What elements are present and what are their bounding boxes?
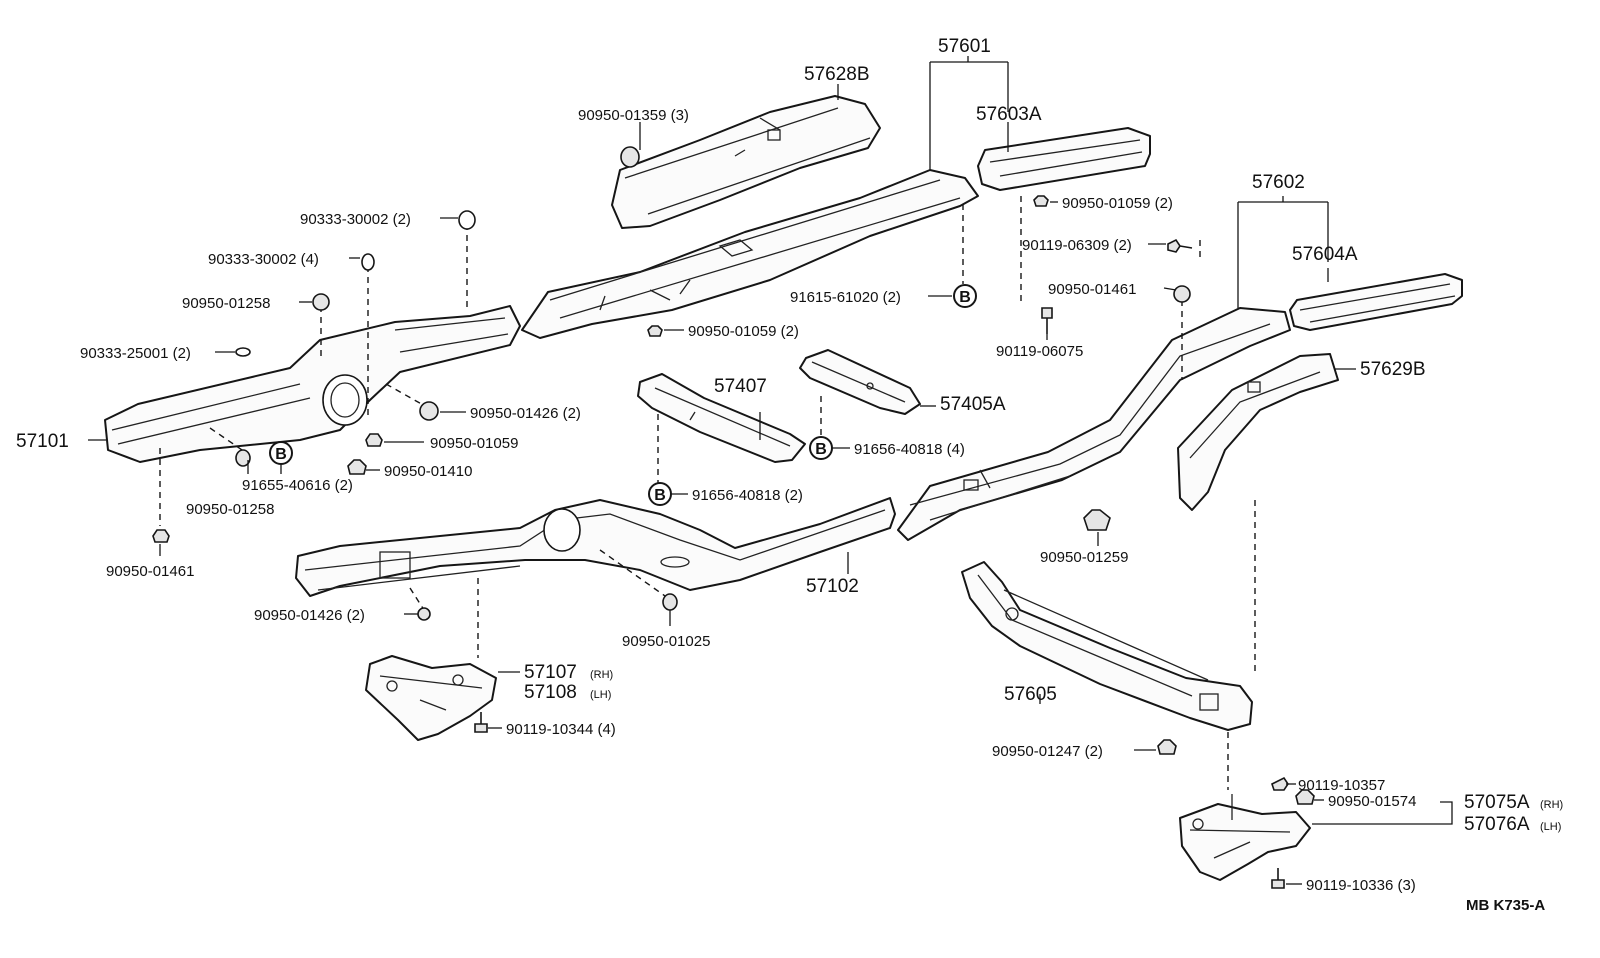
bolt-90119-10344 <box>474 712 488 733</box>
svg-text:B: B <box>275 446 287 463</box>
callout-b-91655-40616: B <box>269 441 293 465</box>
label-57101: 57101 <box>16 431 69 452</box>
label-57108: 57108 <box>524 682 577 703</box>
bolt-90119-10336 <box>1271 868 1285 889</box>
label-90333-25001: 90333-25001 (2) <box>80 345 191 362</box>
label-57605: 57605 <box>1004 684 1057 705</box>
label-57075A-rh: (RH) <box>1540 799 1563 811</box>
label-57601: 57601 <box>938 36 991 57</box>
nut-90950-01574 <box>1295 789 1315 805</box>
label-91656-40818-2: 91656-40818 (2) <box>692 487 803 504</box>
label-90950-01359: 90950-01359 (3) <box>578 107 689 124</box>
callout-b-91656-40818-4: B <box>809 436 833 460</box>
label-90950-01461-l: 90950-01461 <box>106 563 194 580</box>
nut-90950-01059-c <box>365 433 383 447</box>
nut-90950-01247 <box>1157 739 1177 755</box>
part-57107-57108-bracket <box>365 655 497 741</box>
label-90119-10357: 90119-10357 <box>1298 777 1385 794</box>
part-57101-rail <box>104 305 521 463</box>
callout-b-91615-61020: B <box>953 284 977 308</box>
label-57108-lh: (LH) <box>590 689 611 701</box>
label-90119-06075: 90119-06075 <box>996 343 1083 360</box>
label-90119-10336: 90119-10336 (3) <box>1306 877 1416 894</box>
label-90950-01025: 90950-01025 <box>622 633 710 650</box>
callout-b-91656-40818-2: B <box>648 482 672 506</box>
label-57628B: 57628B <box>804 64 870 85</box>
part-57405A-crossmember <box>799 349 921 415</box>
bolt-90119-06075 <box>1041 307 1053 334</box>
hardware-group <box>152 146 1315 889</box>
nut-90950-01059-b <box>647 325 663 337</box>
plug-90950-01258-b <box>235 449 251 467</box>
ring-90333-25001 <box>235 347 251 357</box>
part-57075A-57076A-bracket <box>1179 794 1311 881</box>
part-labels: 57601 57628B 90950-01359 (3) 57603A 9095… <box>16 36 1563 914</box>
label-90950-01059-b: 90950-01059 (2) <box>688 323 799 340</box>
part-57628B-bracket <box>611 95 881 229</box>
label-57102: 57102 <box>806 576 859 597</box>
label-90950-01426-b: 90950-01426 (2) <box>254 607 365 624</box>
label-90950-01410: 90950-01410 <box>384 463 472 480</box>
label-91656-40818-4: 91656-40818 (4) <box>854 441 965 458</box>
label-90950-01258-a: 90950-01258 <box>182 295 270 312</box>
plug-90333-30002-2 <box>458 210 476 230</box>
part-57605-crossmember <box>961 561 1253 731</box>
svg-text:B: B <box>654 487 666 504</box>
plug-90950-01461-r <box>1173 285 1191 303</box>
label-90950-01059-c: 90950-01059 <box>430 435 518 452</box>
label-91615-61020: 91615-61020 (2) <box>790 289 901 306</box>
alignment-lines <box>159 196 1256 790</box>
plug-90950-01025 <box>662 593 678 611</box>
plug-90950-01359 <box>620 146 640 168</box>
plug-90333-30002-4 <box>361 253 375 271</box>
label-90950-01574: 90950-01574 <box>1328 793 1416 810</box>
label-90333-30002-2: 90333-30002 (2) <box>300 211 411 228</box>
part-57102-rail <box>295 497 896 597</box>
label-57629B: 57629B <box>1360 359 1426 380</box>
reference-code: MB K735-A <box>1466 897 1545 914</box>
label-57603A: 57603A <box>976 104 1042 125</box>
label-90119-06309: 90119-06309 (2) <box>1022 237 1132 254</box>
label-91655-40616: 91655-40616 (2) <box>242 477 353 494</box>
svg-text:B: B <box>815 441 827 458</box>
label-57076A-lh: (LH) <box>1540 821 1561 833</box>
label-90333-30002-4: 90333-30002 (4) <box>208 251 319 268</box>
label-57604A: 57604A <box>1292 244 1358 265</box>
nut-90950-01410 <box>347 459 367 475</box>
label-90950-01247: 90950-01247 (2) <box>992 743 1103 760</box>
leader-lines <box>88 56 1453 885</box>
nut-90950-01461-l <box>152 529 170 543</box>
part-57601-rail <box>521 169 979 339</box>
label-57107: 57107 <box>524 662 577 683</box>
plug-90950-01426-a <box>419 401 439 421</box>
bolt-90119-06309 <box>1167 238 1193 253</box>
label-57602: 57602 <box>1252 172 1305 193</box>
svg-text:B: B <box>959 289 971 306</box>
label-90950-01426-a: 90950-01426 (2) <box>470 405 581 422</box>
plug-90950-01258-a <box>312 293 330 311</box>
label-90950-01461-r: 90950-01461 <box>1048 281 1136 298</box>
part-57603A-bracket <box>977 127 1151 191</box>
label-90950-01059-a: 90950-01059 (2) <box>1062 195 1173 212</box>
label-90950-01258-b: 90950-01258 <box>186 501 274 518</box>
label-90950-01259: 90950-01259 <box>1040 549 1128 566</box>
label-57405A: 57405A <box>940 394 1006 415</box>
part-57407-crossmember <box>637 373 806 463</box>
label-90119-10344: 90119-10344 (4) <box>506 721 616 738</box>
plug-90950-01426-b <box>417 607 431 621</box>
label-57075A: 57075A <box>1464 792 1530 813</box>
label-57107-rh: (RH) <box>590 669 613 681</box>
nut-90950-01059-a <box>1033 195 1049 207</box>
part-57604A-bracket <box>1289 273 1463 331</box>
bolt-90119-10357 <box>1271 776 1289 791</box>
part-57629B-bracket <box>1177 353 1339 511</box>
label-57076A: 57076A <box>1464 814 1530 835</box>
plug-90950-01259 <box>1083 509 1111 531</box>
part-57602-rail <box>897 307 1291 541</box>
label-57407: 57407 <box>714 376 767 397</box>
